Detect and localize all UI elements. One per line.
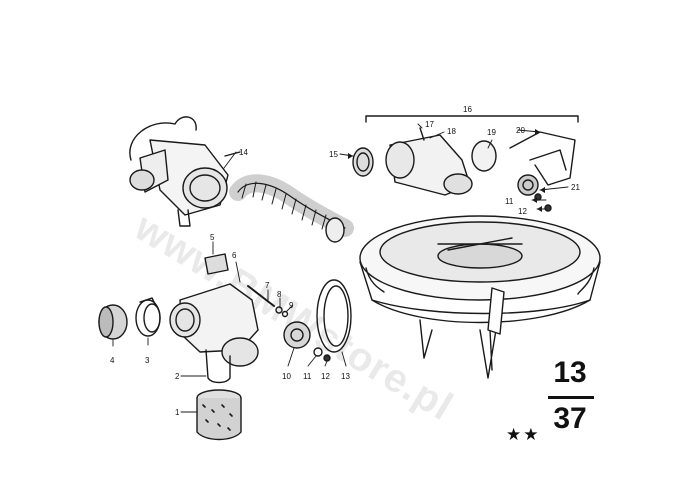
air-cleaner-housing-drawing: [359, 215, 601, 379]
stars-rating: ★★: [506, 425, 541, 445]
part-label-10: 10: [282, 372, 291, 381]
part-label-13: 13: [341, 372, 350, 381]
part-label-2: 2: [175, 372, 180, 381]
part-number-labels: 1 2 3 4 5 6 7 8 9 10 11 12 13 14 15 16 1…: [110, 105, 580, 417]
sheet-number-top: 13: [553, 356, 587, 389]
part-label-14: 14: [239, 148, 248, 157]
part-label-1: 1: [175, 408, 180, 417]
part-label-6: 6: [232, 251, 237, 260]
lower-left-parts-drawing: [98, 253, 352, 441]
part-label-20: 20: [516, 126, 525, 135]
part-label-16: 16: [463, 105, 472, 114]
sheet-number-divider: [548, 396, 594, 399]
part-label-15: 15: [329, 150, 338, 159]
part-label-19: 19: [487, 128, 496, 137]
part-label-11: 11: [303, 372, 312, 381]
corrugated-hose-drawing: [229, 174, 354, 243]
part-label-3: 3: [145, 356, 150, 365]
part-label-7: 7: [265, 281, 270, 290]
sheet-number-bottom: 37: [553, 402, 587, 435]
part-label-11b: 11: [505, 197, 514, 206]
part-label-4: 4: [110, 356, 115, 365]
part-label-17: 17: [425, 120, 434, 129]
part-label-5: 5: [210, 233, 215, 242]
part-label-8: 8: [277, 290, 282, 299]
leader-arrowheads: [348, 129, 545, 212]
upper-right-parts-drawing: [352, 115, 579, 212]
part-label-21: 21: [571, 183, 580, 192]
part-label-12: 12: [321, 372, 330, 381]
part-label-12b: 12: [518, 207, 527, 216]
part-label-18: 18: [447, 127, 456, 136]
intake-silencer-drawing: [129, 116, 241, 227]
part-label-9: 9: [289, 301, 294, 310]
